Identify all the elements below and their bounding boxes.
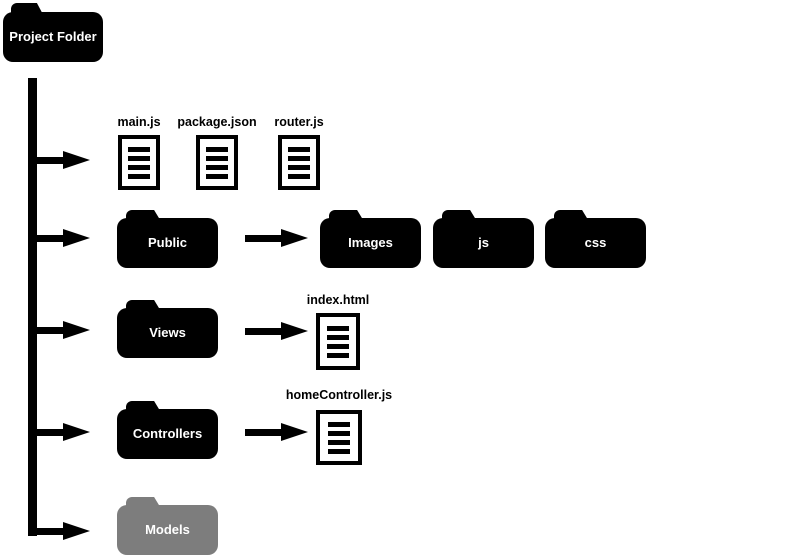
branch-arrow-icon-models — [37, 522, 90, 540]
file-label-indexhtml: index.html — [306, 293, 370, 307]
file-label-packagejson: package.json — [177, 115, 257, 129]
node-controllers-folder: Controllers — [117, 401, 218, 459]
node-css-folder: css — [545, 210, 646, 268]
folder-label: css — [584, 235, 607, 250]
folder-label: Public — [147, 235, 187, 250]
folder-body — [3, 12, 103, 62]
folder-body — [117, 505, 218, 555]
file-icon-homecontrollerjs — [316, 410, 362, 465]
folder-body — [117, 409, 218, 459]
folder-body — [545, 218, 646, 268]
branch-arrow-icon-files — [37, 151, 90, 169]
arrow-icon-public-children — [245, 229, 308, 247]
node-images-folder: Images — [320, 210, 421, 268]
folder-body — [117, 218, 218, 268]
folder-label: Images — [348, 235, 393, 250]
node-js-folder: js — [433, 210, 534, 268]
file-label-homecontrollerjs: homeController.js — [285, 388, 393, 402]
node-views-folder: Views — [117, 300, 218, 358]
branch-arrow-icon-controllers — [37, 423, 90, 441]
file-icon-indexhtml — [316, 313, 360, 370]
file-icon-routerjs — [278, 135, 320, 190]
branch-arrow-icon-public — [37, 229, 90, 247]
folder-body — [320, 218, 421, 268]
file-icon-mainjs — [118, 135, 160, 190]
file-icon-packagejson — [196, 135, 238, 190]
file-label-mainjs: main.js — [117, 115, 161, 129]
branch-arrow-icon-views — [37, 321, 90, 339]
folder-label: js — [478, 235, 489, 250]
folder-body — [117, 308, 218, 358]
tree-trunk-line — [28, 78, 37, 536]
folder-body — [433, 218, 534, 268]
node-project-folder: Project Folder — [3, 3, 103, 65]
node-public-folder: Public — [117, 210, 218, 268]
node-models-folder: Models — [117, 497, 218, 555]
folder-label: Models — [145, 522, 190, 537]
folder-label: Views — [149, 325, 186, 340]
folder-label: Project Folder — [9, 29, 97, 44]
folder-label: Controllers — [132, 426, 203, 441]
arrow-icon-controllers-child — [245, 423, 308, 441]
arrow-icon-views-child — [245, 322, 308, 340]
file-label-routerjs: router.js — [274, 115, 324, 129]
